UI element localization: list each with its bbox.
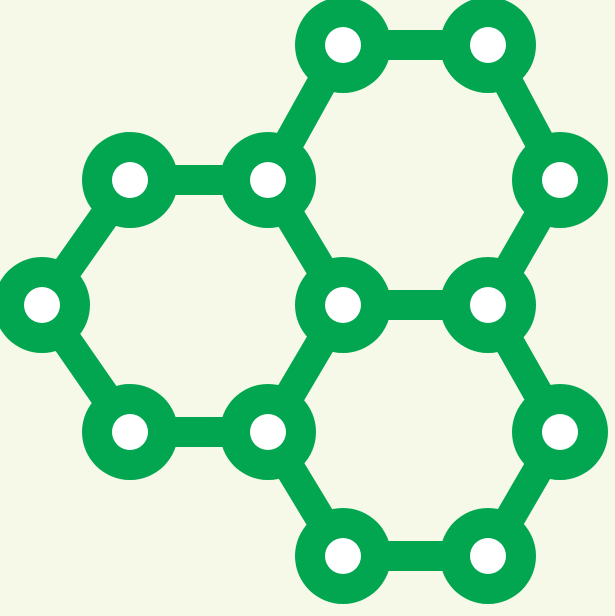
atom-hole — [470, 287, 506, 323]
atom-hole — [542, 162, 578, 198]
atom-hole — [470, 27, 506, 63]
atom-hole — [542, 414, 578, 450]
atom-hole — [112, 414, 148, 450]
atom-hole — [325, 287, 361, 323]
atom-hole — [470, 538, 506, 574]
atom-hole — [112, 162, 148, 198]
atom-node — [220, 132, 316, 228]
atom-node — [295, 508, 391, 604]
atom-node — [440, 257, 536, 353]
atom-node — [512, 132, 608, 228]
atom-hole — [325, 27, 361, 63]
atom-hole — [250, 162, 286, 198]
atom-node — [295, 0, 391, 93]
atom-hole — [250, 414, 286, 450]
atom-node — [512, 384, 608, 480]
atom-node — [220, 384, 316, 480]
atom-hole — [325, 538, 361, 574]
atom-node — [82, 132, 178, 228]
atom-node — [295, 257, 391, 353]
atom-node — [440, 0, 536, 93]
atom-hole — [24, 287, 60, 323]
atom-node — [82, 384, 178, 480]
atom-node — [440, 508, 536, 604]
